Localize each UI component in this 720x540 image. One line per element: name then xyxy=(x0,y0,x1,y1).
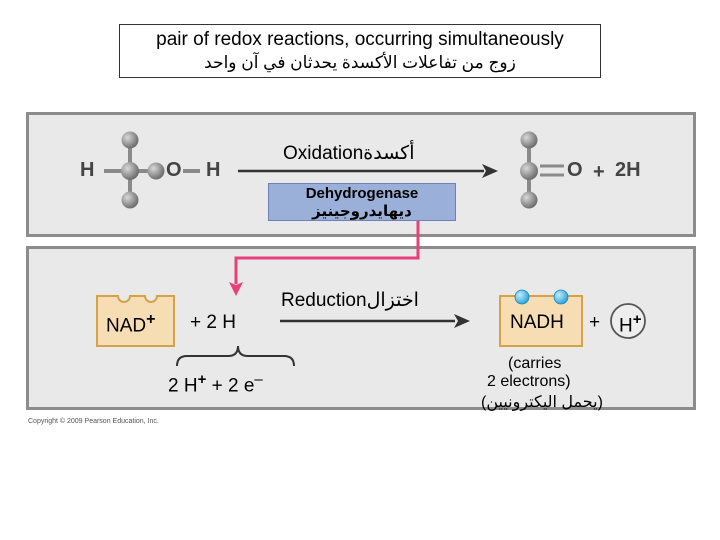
plus-2h: + 2 H xyxy=(190,312,236,333)
nadh-note-line1: (carries xyxy=(508,355,562,372)
nad-label: NAD+ xyxy=(106,311,156,337)
nadh-note-arabic: (يحمل اليكترونيين) xyxy=(481,394,603,411)
transfer-arrow xyxy=(229,220,420,296)
title-box: pair of redox reactions, occurring simul… xyxy=(119,24,601,78)
atom-ball xyxy=(121,162,139,180)
atom-ball xyxy=(520,191,538,209)
reactant-molecule xyxy=(104,131,200,209)
atom-o: O xyxy=(166,159,182,181)
enzyme-box: Dehydrogenase ديهايدروجينيز xyxy=(268,183,456,221)
nadh-plus: + xyxy=(589,312,601,333)
oxidation-label-arabic: أكسدة xyxy=(363,143,415,164)
nadh-label: NADH xyxy=(510,312,564,333)
product-2h: 2H xyxy=(615,159,641,181)
atom-h-right: H xyxy=(206,159,221,181)
nad-charge: + xyxy=(146,311,156,328)
reduction-arrow xyxy=(280,314,470,328)
copyright-text: Copyright © 2009 Pearson Education, Inc. xyxy=(28,418,159,425)
enzyme-label-arabic: ديهايدروجينيز xyxy=(312,203,412,220)
atom-ball xyxy=(520,131,538,149)
nadh-note-line2: 2 electrons) xyxy=(487,373,571,390)
reduction-label: Reductionاختزال xyxy=(281,290,419,311)
electron-dot xyxy=(553,289,569,305)
product-plus: + xyxy=(593,161,605,183)
atom-ball xyxy=(520,162,538,180)
atom-h-left: H xyxy=(80,159,95,181)
atom-ball xyxy=(147,162,165,180)
product-atom-o: O xyxy=(567,159,583,181)
title-arabic: زوج من تفاعلات الأكسدة يحدثان في آن واحد xyxy=(204,53,516,72)
oxidation-label: Oxidationأكسدة xyxy=(283,143,415,164)
expansion-bracket xyxy=(176,345,295,367)
atom-ball xyxy=(121,191,139,209)
expansion-formula: 2 H+ + 2 e– xyxy=(168,371,263,397)
product-molecule xyxy=(520,131,564,209)
electron-dot xyxy=(514,289,530,305)
proton-charge: + xyxy=(632,311,642,328)
reduction-panel xyxy=(26,246,696,410)
title-english: pair of redox reactions, occurring simul… xyxy=(156,29,564,50)
proton-label: H+ xyxy=(619,311,642,337)
nad-shape xyxy=(96,295,175,347)
atom-ball xyxy=(121,131,139,149)
reduction-label-arabic: اختزال xyxy=(366,290,419,311)
enzyme-label: Dehydrogenase xyxy=(305,185,419,202)
oxidation-arrow xyxy=(238,164,498,178)
proton-circle xyxy=(610,303,646,339)
